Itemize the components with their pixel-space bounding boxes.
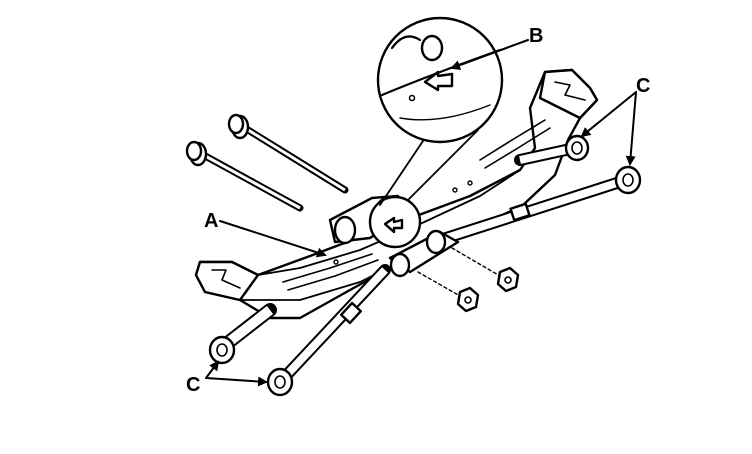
- leader-c-left-2: [205, 376, 268, 387]
- detail-arrow-mark: [423, 70, 454, 92]
- callout-a: A: [204, 210, 218, 232]
- left-upper-link: [208, 303, 277, 365]
- flange-nut-right: [496, 266, 520, 293]
- center-link-knuckle: [388, 229, 460, 278]
- subframe-crossmember: [194, 68, 599, 320]
- callout-c-left: C: [186, 374, 200, 396]
- callout-b: B: [529, 25, 543, 47]
- flange-nuts: [417, 247, 520, 313]
- leader-c-left-1: [205, 360, 220, 379]
- flange-nut-lower: [456, 286, 480, 313]
- upper-mounting-bolt: [227, 113, 349, 194]
- lower-mounting-bolt: [185, 140, 304, 212]
- mounting-bolts: [185, 113, 349, 212]
- lateral-links: [208, 134, 642, 397]
- right-lower-link: [514, 134, 590, 166]
- leader-b: [450, 39, 529, 70]
- left-lower-link: [266, 264, 391, 397]
- right-upper-link: [434, 165, 642, 246]
- callout-leaders: [205, 39, 637, 387]
- detail-magnifier: [376, 16, 504, 206]
- center-mount: [328, 194, 422, 249]
- leader-c-right-2: [625, 91, 637, 166]
- leader-c-right-1: [580, 91, 637, 138]
- callout-c-right: C: [636, 75, 650, 97]
- leader-a: [219, 220, 327, 258]
